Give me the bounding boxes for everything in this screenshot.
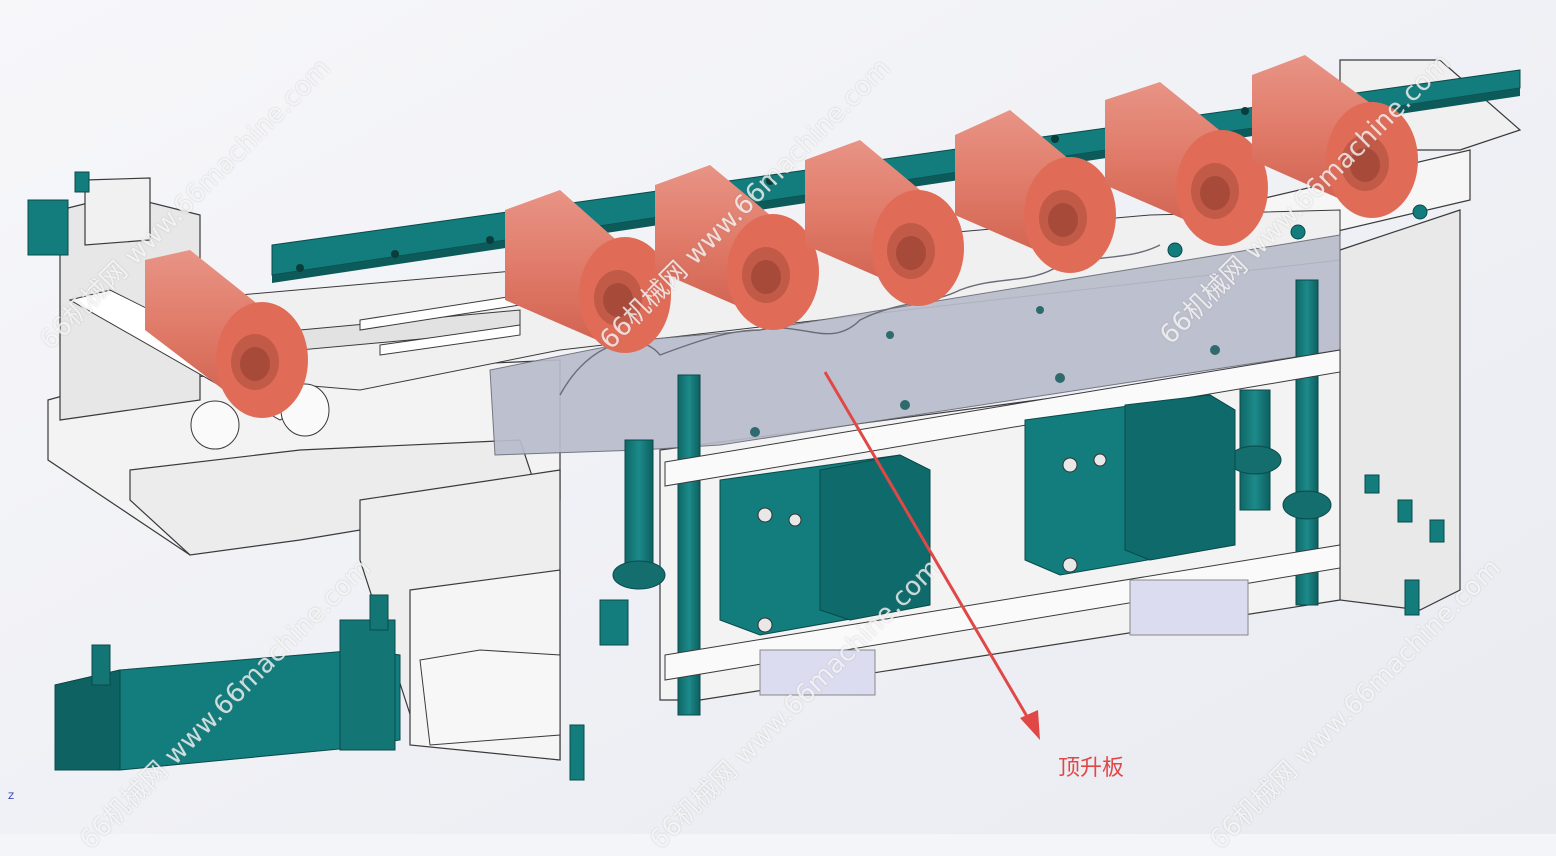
sleeve-7 <box>1252 55 1418 218</box>
pneumatic-cylinder-icon <box>719 394 1249 696</box>
lift-plate-label: 顶升板 <box>1058 756 1125 781</box>
crossbars <box>664 349 1341 681</box>
machine-drawing <box>0 0 1556 834</box>
sleeve-4 <box>805 140 964 306</box>
sleeve-2 <box>505 190 671 353</box>
sleeve-3 <box>655 165 819 330</box>
left-bracket <box>27 171 90 256</box>
roller-sleeve-icon <box>145 55 1418 418</box>
side-cylinder <box>54 594 561 771</box>
sleeve-5 <box>955 110 1116 273</box>
sleeve-1 <box>145 250 308 418</box>
axis-indicator: Z <box>8 792 15 802</box>
sleeve-6 <box>1105 82 1268 246</box>
fittings <box>569 204 1445 781</box>
annotation-arrow <box>823 371 1040 740</box>
